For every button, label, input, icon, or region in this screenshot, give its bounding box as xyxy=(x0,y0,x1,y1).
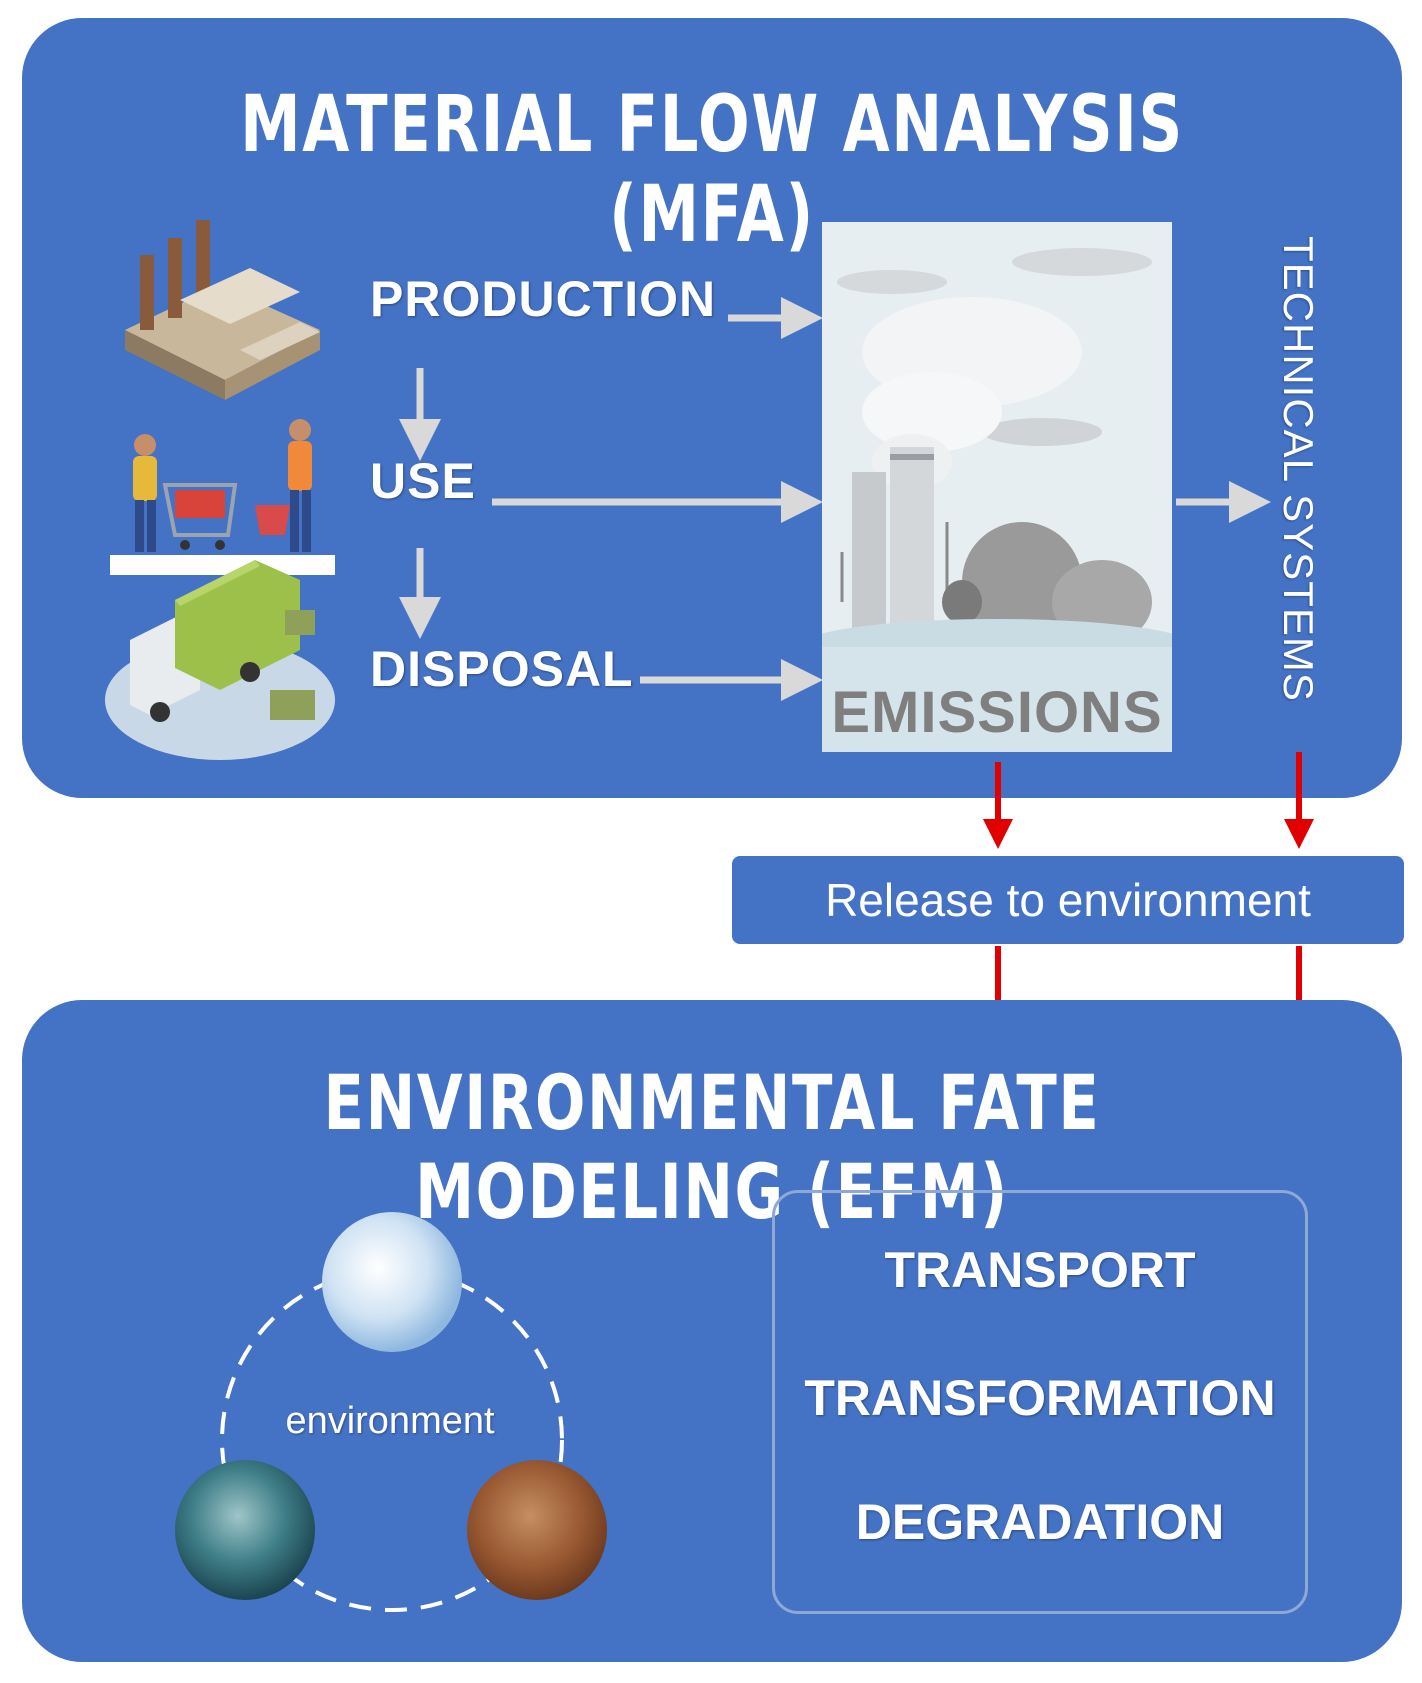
release-to-environment-bar: Release to environment xyxy=(732,856,1404,944)
fate-processes-box: TRANSPORT TRANSFORMATION DEGRADATION xyxy=(772,1190,1308,1614)
water-sphere-icon xyxy=(175,1460,315,1600)
flow-arrows xyxy=(399,297,1271,701)
stage-production-label: PRODUCTION xyxy=(370,271,717,327)
garbage-truck-icon xyxy=(105,560,335,760)
mfa-title: MATERIAL FLOW ANALYSIS (MFA) xyxy=(240,80,1184,260)
soil-sphere-icon xyxy=(467,1460,607,1600)
environment-label: environment xyxy=(285,1400,495,1442)
factory-icon xyxy=(125,220,320,400)
emissions-label: EMISSIONS xyxy=(831,680,1163,745)
technical-systems-label: TECHNICAL SYSTEMS xyxy=(1275,236,1322,702)
process-transport: TRANSPORT xyxy=(884,1242,1196,1298)
stage-use-label: USE xyxy=(370,453,476,509)
process-degradation: DEGRADATION xyxy=(855,1494,1225,1550)
air-sphere-icon xyxy=(322,1212,462,1352)
process-transformation: TRANSFORMATION xyxy=(804,1370,1276,1426)
emissions-box: EMISSIONS xyxy=(822,222,1172,752)
stage-disposal-label: DISPOSAL xyxy=(370,641,634,697)
polluting-plant-icon xyxy=(822,248,1172,752)
shoppers-icon xyxy=(110,419,335,575)
